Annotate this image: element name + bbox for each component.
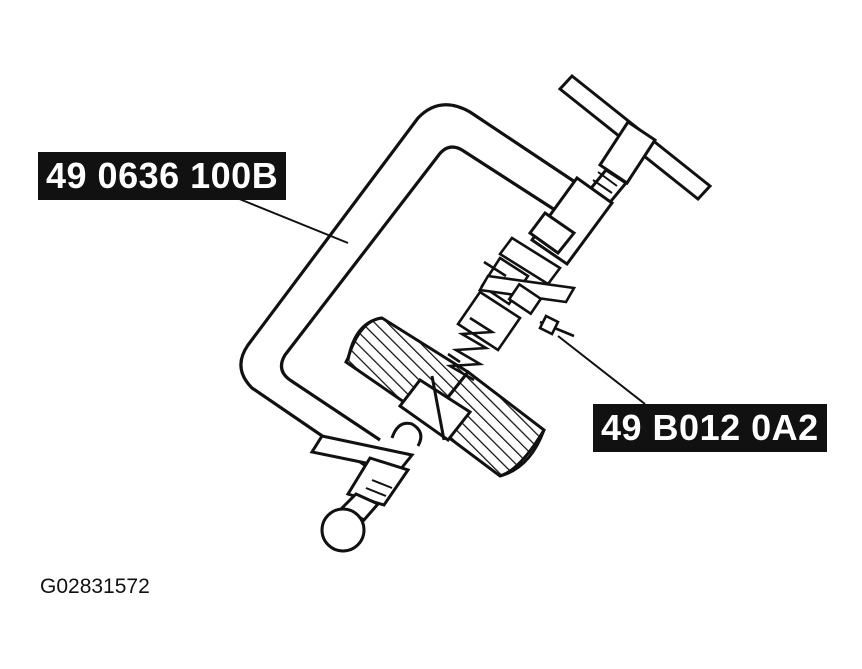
figure-code: G02831572: [40, 575, 150, 598]
screw-body: [527, 175, 615, 267]
callout-attachment: 49 B012 0A2: [593, 404, 827, 452]
attachment-assembly: [445, 236, 577, 382]
t-handle: [557, 73, 713, 215]
lower-screw: [309, 421, 423, 553]
hatched-shaft: [344, 316, 546, 478]
callout-clamp-tool: 49 0636 100B: [38, 152, 287, 200]
leader-lines: [231, 195, 646, 405]
c-frame: [239, 103, 576, 472]
